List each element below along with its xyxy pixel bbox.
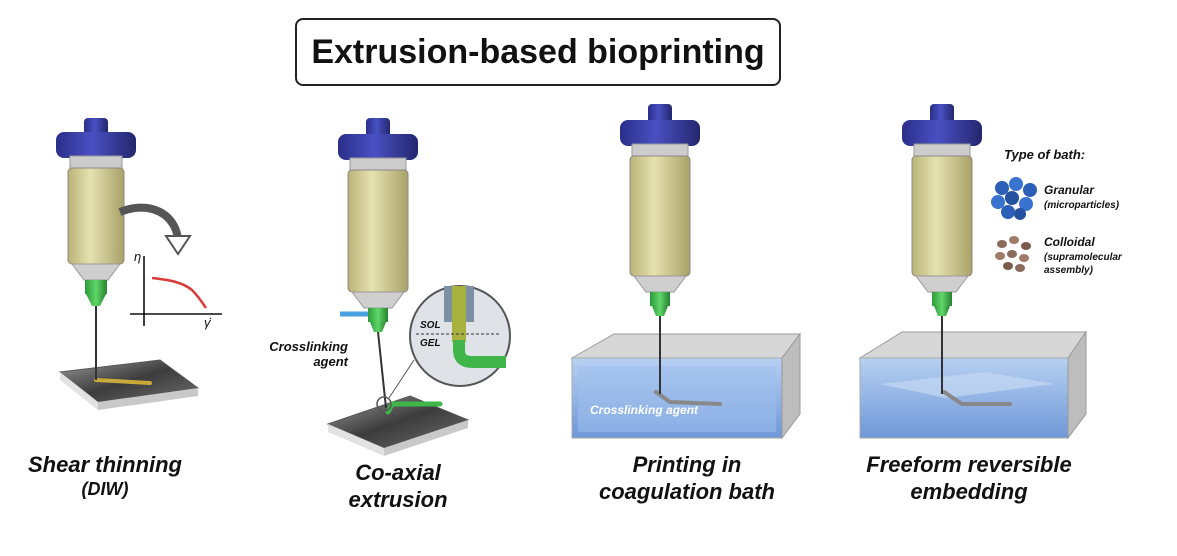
colloidal-subtitle-line2: assembly) bbox=[1044, 265, 1093, 276]
colloidal-title: Colloidal bbox=[1044, 235, 1095, 249]
curved-arrow-icon bbox=[118, 203, 182, 241]
print-plate bbox=[58, 359, 200, 410]
bath-legend-heading: Type of bath: bbox=[1004, 147, 1086, 162]
granular-title: Granular bbox=[1044, 183, 1095, 197]
colloidal-subtitle-line1: (supramolecular bbox=[1044, 252, 1122, 263]
title-box: Extrusion-based bioprinting bbox=[295, 18, 781, 86]
zoom-line bbox=[388, 359, 415, 399]
printed-filament bbox=[942, 390, 1012, 406]
curved-arrow-head bbox=[164, 235, 192, 256]
syringe bbox=[338, 118, 418, 409]
caption-line1: Printing in bbox=[632, 452, 742, 477]
printed-filament bbox=[94, 378, 152, 385]
bath-container bbox=[570, 332, 801, 440]
caption-coaxial: Co-axial extrusion bbox=[318, 460, 478, 514]
viscosity-axis-label: η bbox=[134, 249, 142, 264]
caption-line2: extrusion bbox=[348, 486, 448, 512]
caption-line2: (DIW) bbox=[81, 478, 129, 499]
viscosity-graph bbox=[130, 256, 222, 326]
caption-freeform-embedding: Freeform reversible embedding bbox=[854, 452, 1084, 506]
syringe bbox=[56, 118, 136, 380]
caption-line2: embedding bbox=[910, 478, 1028, 504]
bath-label: Crosslinking agent bbox=[590, 403, 699, 417]
caption-line1: Freeform reversible bbox=[866, 452, 1072, 477]
shear-thinning-curve bbox=[151, 276, 208, 309]
granular-particles-icon bbox=[991, 177, 1037, 220]
caption-line2: coagulation bath bbox=[599, 478, 775, 504]
coaxial-zoom-circle bbox=[409, 285, 511, 387]
panel-freeform-embedding bbox=[858, 104, 1087, 440]
zoom-origin bbox=[376, 396, 392, 412]
bath-container bbox=[858, 330, 1087, 440]
shear-rate-axis-label: γ̇ bbox=[204, 315, 211, 330]
syringe bbox=[620, 104, 700, 394]
crosslinking-label-line2: agent bbox=[313, 353, 348, 369]
caption-shear-thinning: Shear thinning (DIW) bbox=[10, 452, 200, 501]
panel-coaxial bbox=[326, 118, 511, 456]
crosslinking-agent-label: Crosslinking agent bbox=[262, 339, 348, 370]
caption-line1: Shear thinning bbox=[28, 452, 182, 477]
printed-filament bbox=[654, 390, 722, 406]
sol-label: SOL bbox=[420, 320, 441, 331]
granular-subtitle: (microparticles) bbox=[1044, 200, 1120, 211]
panel-coagulation-bath bbox=[570, 104, 801, 440]
gel-label: GEL bbox=[420, 338, 441, 349]
figure-title: Extrusion-based bioprinting bbox=[311, 32, 765, 71]
caption-coagulation-bath: Printing in coagulation bath bbox=[582, 452, 792, 506]
crosslinking-label-line1: Crosslinking bbox=[269, 339, 348, 354]
caption-line1: Co-axial bbox=[355, 460, 441, 485]
colloidal-particles-icon bbox=[995, 236, 1031, 272]
syringe bbox=[902, 104, 982, 394]
panel-shear-thinning bbox=[56, 118, 222, 410]
print-plate bbox=[326, 395, 470, 456]
